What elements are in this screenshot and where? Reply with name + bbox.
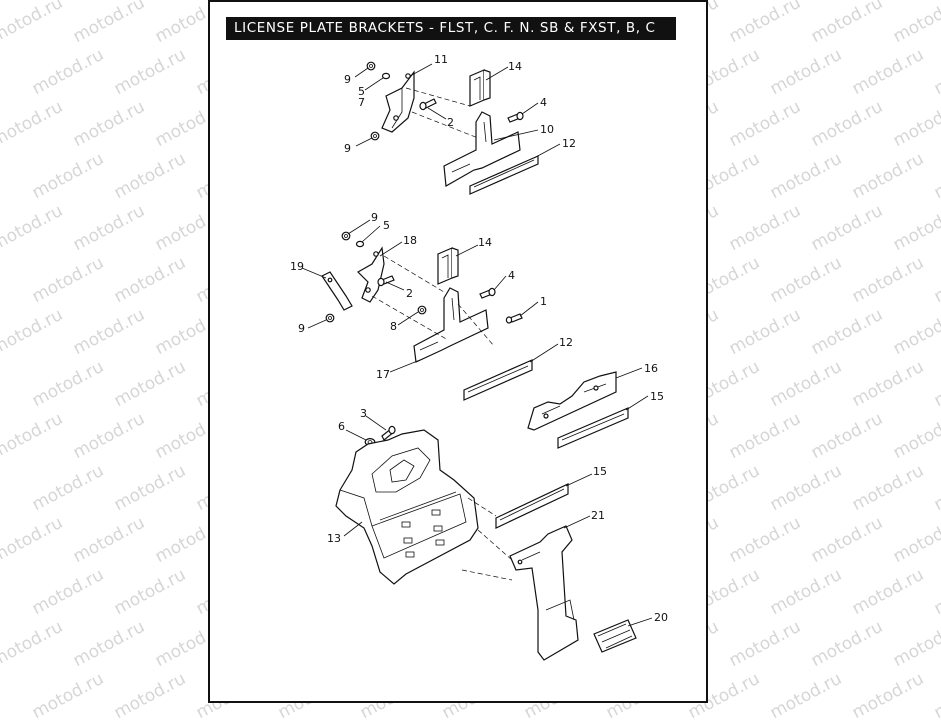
nut-9-bottom [325,313,335,323]
callout-9: 9 [298,322,305,335]
dash-mid-3 [457,303,495,347]
plate-bracket-17 [413,287,489,363]
bolt-1 [505,313,523,324]
screw-2-top [419,98,437,111]
reflector-15-mid [495,483,569,529]
dash-low-2 [477,529,513,561]
bracket-18 [357,246,385,303]
nut-8 [417,305,427,315]
callout-5: 5 [358,85,365,98]
callout-7: 7 [358,96,365,109]
callout-2: 2 [447,116,454,129]
washer-5-mid [355,240,365,248]
dash-mid-2 [371,295,449,341]
bolt-4-top [507,111,524,123]
callout-6: 6 [338,420,345,433]
parts-diagram: 9 5 7 11 14 4 2 9 10 12 9 5 18 14 4 19 2… [290,53,668,661]
plate-bracket-10 [443,111,521,187]
reflector-12-mid [463,359,533,401]
reflector-12-top [469,155,539,195]
callout-19: 19 [290,260,304,273]
callout-11: 11 [434,53,448,66]
callout-1: 1 [540,295,547,308]
reflector-15-right [557,407,629,449]
bracket-19 [321,271,353,311]
callout-16: 16 [644,362,658,375]
dash-mid-1 [383,255,445,293]
callout-5: 5 [383,219,390,232]
screw-2-mid [377,275,395,287]
nut-9-mid [370,131,380,141]
callout-4: 4 [508,269,515,282]
bracket-16 [527,371,617,431]
callout-14: 14 [508,60,522,73]
light-housing-13 [335,429,479,585]
callout-12: 12 [559,336,573,349]
callout-9: 9 [344,73,351,86]
nut-9-top [366,61,376,71]
callout-12: 12 [562,137,576,150]
callout-17: 17 [376,368,390,381]
dash-top-1 [405,87,471,107]
dash-low-1 [467,497,497,517]
diagram-frame [208,0,708,703]
callout-numbers: 9 5 7 11 14 4 2 9 10 12 9 5 18 14 4 19 2… [290,53,668,624]
bolt-3 [381,425,396,441]
reflector-20 [593,619,637,653]
callout-10: 10 [540,123,554,136]
callout-20: 20 [654,611,668,624]
callout-21: 21 [591,509,605,522]
callout-8: 8 [390,320,397,333]
callout-4: 4 [540,96,547,109]
bracket-11 [381,70,415,133]
callout-9: 9 [344,142,351,155]
callout-3: 3 [360,407,367,420]
callout-9: 9 [371,211,378,224]
callout-18: 18 [403,234,417,247]
washer-5-top [381,72,391,80]
dash-top-2 [411,111,479,139]
nut-9-mid2 [341,231,351,241]
callout-15: 15 [650,390,664,403]
callout-15: 15 [593,465,607,478]
bracket-21 [509,525,579,661]
dash-low-3 [461,569,513,581]
leaders [301,63,653,627]
bracket-14-top [469,69,491,107]
bolt-4-mid [479,287,496,299]
callout-2: 2 [406,287,413,300]
bracket-14-mid [437,247,459,285]
callout-14: 14 [478,236,492,249]
callout-13: 13 [327,532,341,545]
diagram-title: LICENSE PLATE BRACKETS - FLST, C. F. N. … [226,17,676,40]
